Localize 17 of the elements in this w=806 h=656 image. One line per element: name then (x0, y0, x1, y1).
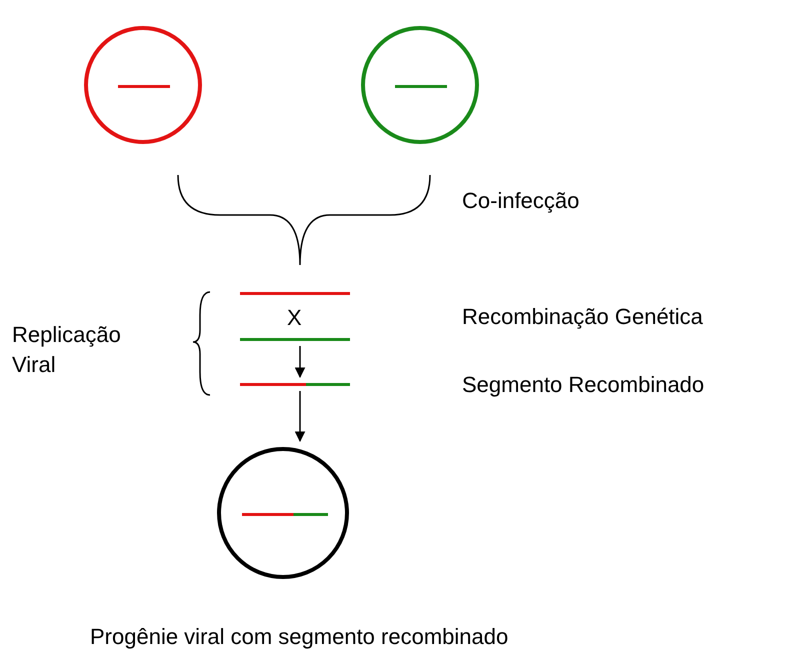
rna-segment (240, 383, 350, 386)
arrow (294, 346, 306, 378)
arrow (294, 391, 306, 442)
label: Segmento Recombinado (462, 372, 704, 398)
rna-segment (240, 338, 350, 341)
virus-circle (84, 26, 202, 144)
label: Recombinação Genética (462, 304, 703, 330)
rna-segment (242, 513, 328, 516)
virus-circle (217, 447, 349, 579)
rna-segment (118, 85, 170, 88)
label: Co-infecção (462, 188, 580, 214)
label: Replicação Viral (12, 321, 122, 379)
caption: Progênie viral com segmento recombinado (90, 624, 508, 650)
cross-mark: X (287, 305, 302, 331)
rna-segment (395, 85, 447, 88)
rna-segment (240, 292, 350, 295)
virus-circle (361, 26, 479, 144)
